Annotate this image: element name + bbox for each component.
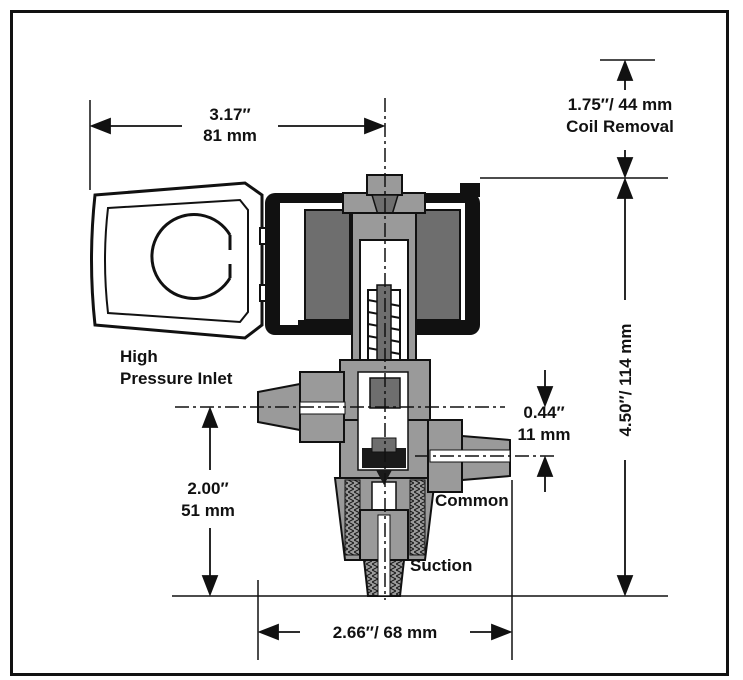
inlet-height-mm-label: 51 mm <box>181 501 235 520</box>
coil-removal-dimension-label: 1.75″/ 44 mm <box>568 95 673 114</box>
inlet-height-inch-label: 2.00″ <box>187 479 228 498</box>
overall-height-label: 4.50″/ 114 mm <box>616 323 635 436</box>
inlet-label-line1: High <box>120 347 158 366</box>
extension-lines <box>89 59 668 660</box>
common-port-label: Common <box>435 491 509 510</box>
base-width-label: 2.66″/ 68 mm <box>333 623 438 642</box>
inlet-label-line2: Pressure Inlet <box>120 369 233 388</box>
port-offset-inch-label: 0.44″ <box>523 403 564 422</box>
suction-fitting <box>359 509 409 597</box>
dimension-arrows <box>89 59 634 641</box>
coil-width-mm-label: 81 mm <box>203 126 257 145</box>
valve-stem <box>342 174 426 376</box>
coil-width-inch-label: 3.17″ <box>209 105 250 124</box>
coil-removal-caption-label: Coil Removal <box>566 117 674 136</box>
suction-port-label: Suction <box>410 556 472 575</box>
center-lines <box>175 98 555 600</box>
port-offset-mm-label: 11 mm <box>518 425 571 444</box>
